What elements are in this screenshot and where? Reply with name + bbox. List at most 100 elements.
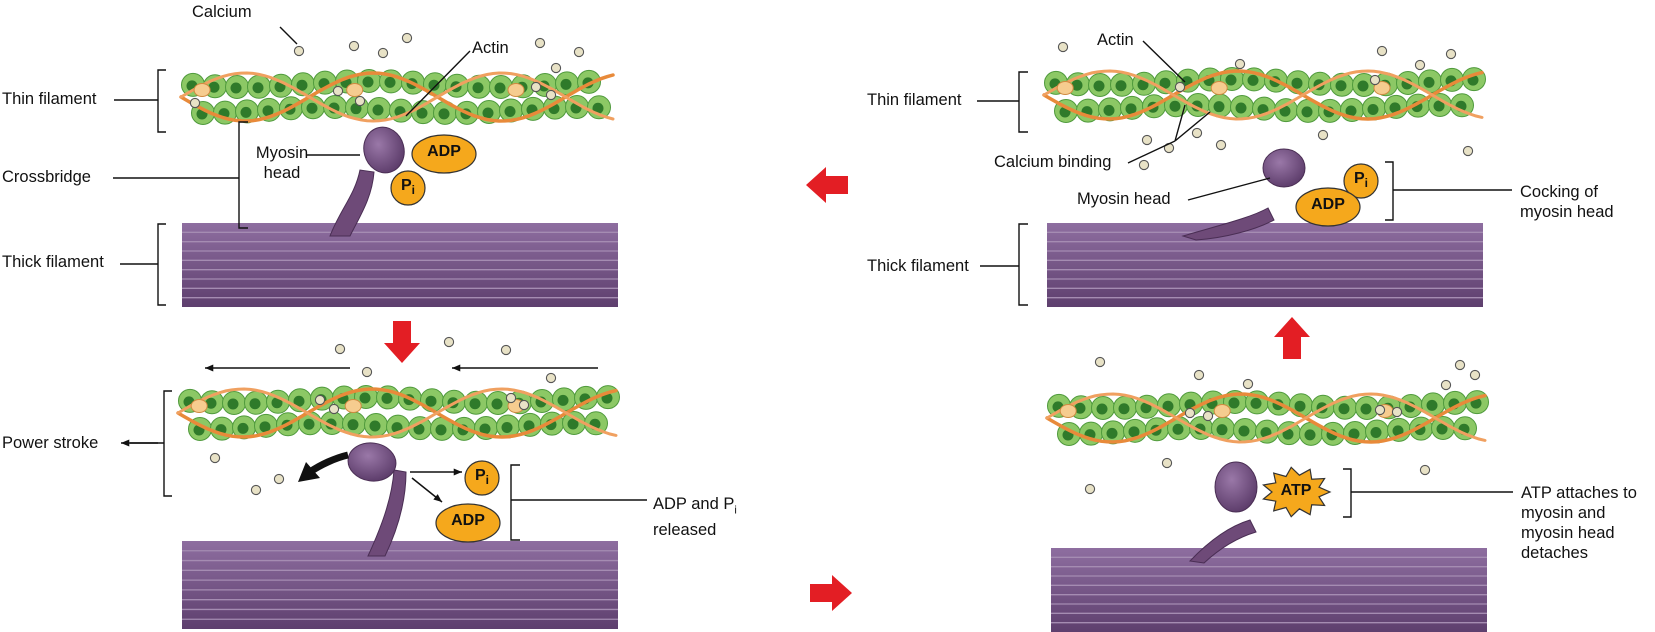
calcium-ion-48	[1161, 457, 1173, 469]
calcium-ion-17	[314, 394, 326, 406]
pi-shape-p3	[1343, 163, 1379, 199]
pi-sub-3: i	[1364, 176, 1368, 191]
cocking-line1: Cocking of	[1520, 183, 1598, 201]
pi-text: P	[400, 177, 412, 194]
red-arrow-up	[1274, 317, 1310, 359]
calcium-ion-49	[1084, 483, 1096, 495]
calcium-ion-36	[1369, 74, 1381, 86]
atp-attaches-label: ATP attaches to myosin and myosin head d…	[1521, 483, 1637, 563]
pi-bubble-p2: Pi	[467, 467, 497, 487]
calcium-ion-43	[1454, 359, 1466, 371]
cocking-label: Cocking of myosin head	[1520, 182, 1614, 222]
calcium-ion-25	[1174, 81, 1186, 93]
calcium-ion-4	[534, 37, 546, 49]
calcium-ion-27	[1317, 129, 1329, 141]
adp-bubble-p1: ADP	[427, 143, 461, 160]
calcium-ion-2	[377, 47, 389, 59]
atp-line1: ATP attaches to	[1521, 484, 1637, 502]
calcium-ion-10	[530, 81, 542, 93]
calcium-ion-47	[1391, 406, 1403, 418]
calcium-ion-24	[1057, 41, 1069, 53]
actin-label: Actin	[472, 39, 509, 57]
pi-bubble-p1: Pi	[393, 177, 423, 197]
calcium-ion-6	[550, 62, 562, 74]
myosin-head-label-line2: head	[263, 164, 301, 182]
crossbridge-label: Crossbridge	[2, 168, 91, 186]
released-bracket	[510, 464, 647, 541]
calcium-ion-26	[1234, 58, 1246, 70]
thin-filament-label: Thin filament	[2, 90, 97, 108]
calcium-binding-label: Calcium binding	[994, 153, 1112, 171]
adp-shape-p3	[1295, 187, 1361, 227]
pi-text-2: P	[474, 467, 486, 484]
calcium-ion-46	[1374, 404, 1386, 416]
thick-filament-2	[182, 541, 618, 629]
atp-attaches-bracket	[1343, 468, 1513, 518]
atp-starburst-shape	[1262, 466, 1332, 518]
myosin-head-3	[1181, 148, 1306, 241]
calcium-ion-12	[334, 343, 346, 355]
calcium-ion-23	[273, 473, 285, 485]
calcium-ion-33	[1191, 127, 1203, 139]
released-line2-text: released	[653, 521, 717, 540]
thin-filament-3	[1042, 67, 1486, 123]
calcium-ion-3	[401, 32, 413, 44]
pi-sub: i	[411, 183, 415, 198]
adp-shape-p1	[411, 134, 477, 174]
thin-filament-4	[1045, 390, 1489, 446]
atp-line4: detaches	[1521, 544, 1588, 562]
adp-shape-p2	[435, 503, 501, 543]
thick-filament-bracket-2	[980, 223, 1028, 306]
thin-filament-2	[176, 385, 620, 441]
calcium-ion-0	[293, 45, 305, 57]
calcium-ion-14	[443, 336, 455, 348]
calcium-ion-45	[1202, 410, 1214, 422]
thin-filament-1	[179, 69, 615, 125]
released-subscript: i	[734, 504, 737, 517]
calcium-ion-30	[1445, 48, 1457, 60]
thick-filament-1	[182, 223, 618, 307]
calcium-ion-34	[1215, 139, 1227, 151]
myosin-head-1	[329, 126, 405, 237]
red-arrow-down	[384, 321, 420, 363]
calcium-ion-18	[328, 403, 340, 415]
calcium-ion-11	[545, 89, 557, 101]
calcium-ion-7	[189, 97, 201, 109]
thick-filament-4	[1051, 548, 1487, 632]
atp-bubble: ATP	[1280, 482, 1312, 499]
adp-release-arrow	[411, 477, 443, 503]
red-arrow-right	[810, 575, 852, 611]
calcium-ion-28	[1376, 45, 1388, 57]
sliding-arrow-right	[452, 364, 598, 372]
calcium-ion-38	[1094, 356, 1106, 368]
actin-leader-2	[1142, 40, 1186, 83]
cocking-bracket	[1385, 161, 1512, 221]
adp-pi-released-label: ADP and Pi released	[653, 494, 737, 540]
thick-filament-label: Thick filament	[2, 253, 104, 271]
atp-line3: myosin head	[1521, 524, 1615, 542]
adp-bubble-p3: ADP	[1311, 196, 1345, 213]
calcium-ion-35	[1138, 159, 1150, 171]
power-stroke-curved-arrow	[298, 451, 349, 482]
calcium-ion-15	[500, 344, 512, 356]
calcium-ion-1	[348, 40, 360, 52]
calcium-ion-44	[1184, 407, 1196, 419]
power-stroke-label: Power stroke	[2, 434, 99, 452]
cocking-line2: myosin head	[1520, 203, 1614, 221]
calcium-ion-13	[361, 366, 373, 378]
thin-filament-bracket-2	[977, 71, 1028, 133]
calcium-ion-19	[505, 392, 517, 404]
calcium-binding-leader	[1127, 104, 1211, 164]
myosin-head-2	[347, 442, 407, 557]
atp-line2: myosin and	[1521, 504, 1606, 522]
calcium-ion-29	[1414, 59, 1426, 71]
crossbridge-bracket	[113, 121, 248, 229]
thin-filament-bracket	[114, 69, 166, 133]
calcium-ion-22	[250, 484, 262, 496]
pi-text-3: P	[1353, 170, 1365, 187]
pi-release-arrow	[410, 468, 462, 476]
thin-filament-label-2: Thin filament	[867, 91, 962, 109]
myosin-head-label-2: Myosin head	[1077, 190, 1171, 208]
released-line1-text: ADP and P	[653, 495, 735, 513]
